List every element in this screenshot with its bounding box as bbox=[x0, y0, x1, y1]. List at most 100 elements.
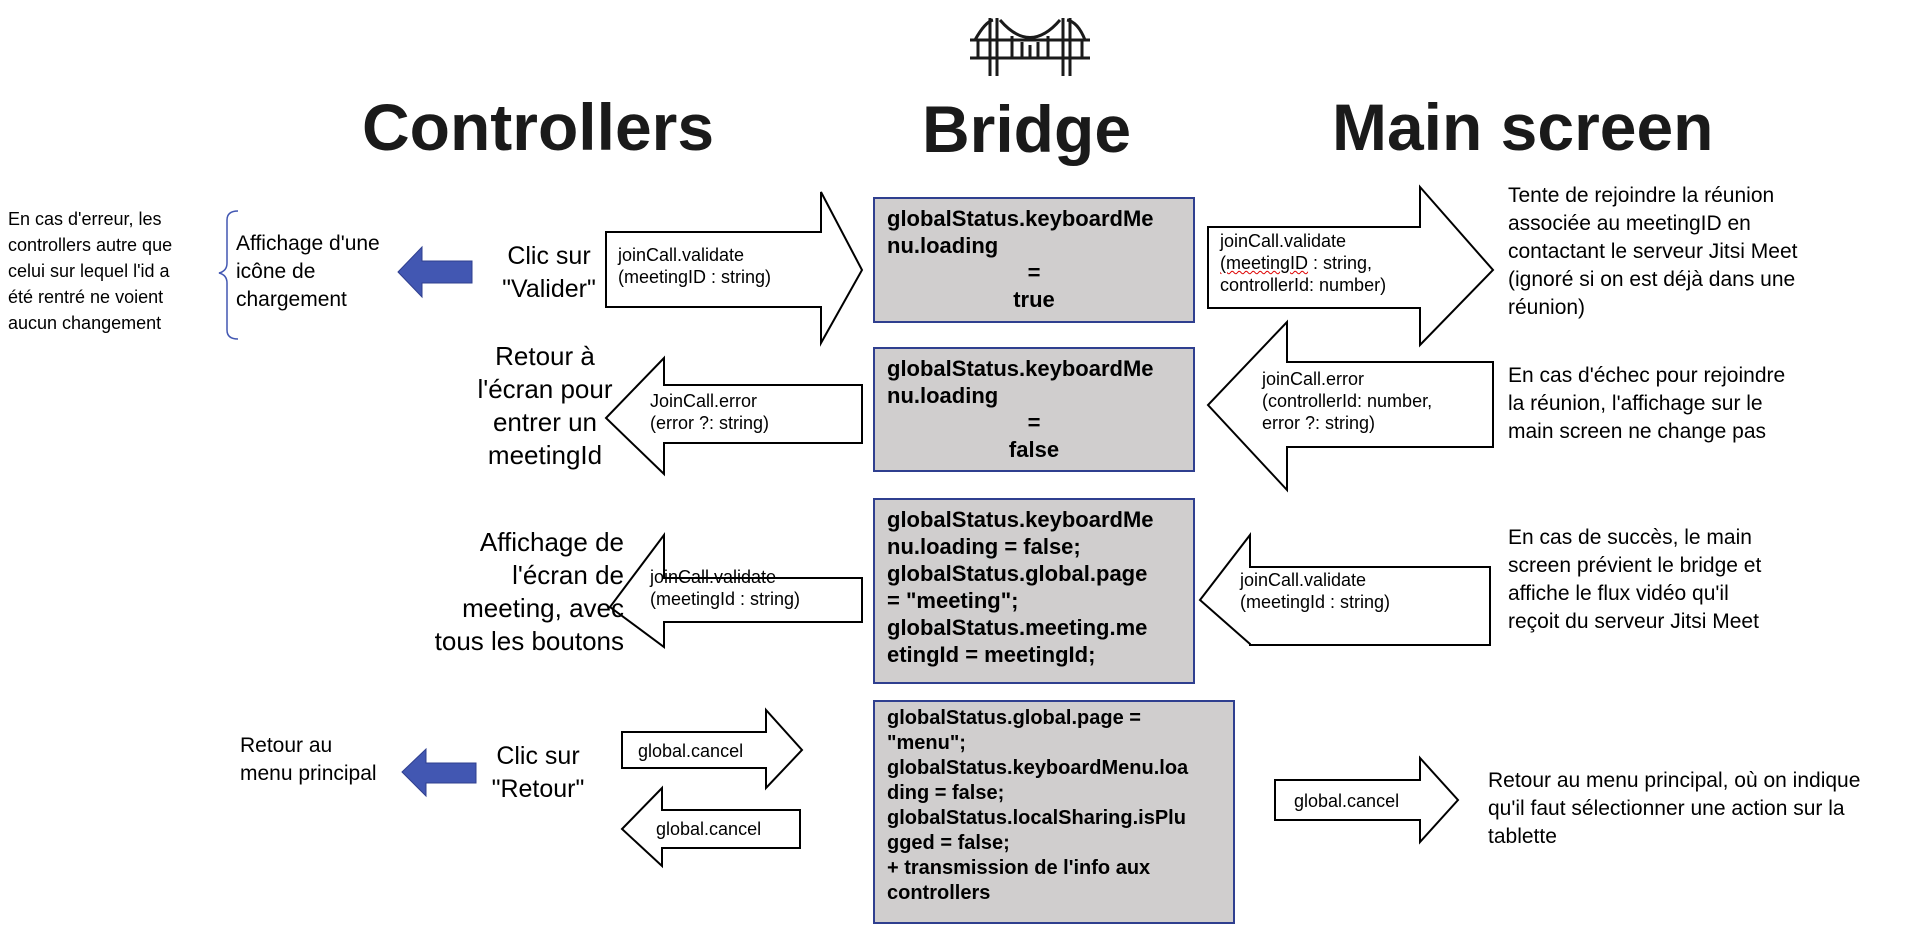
state-line: + transmission de l'info aux bbox=[887, 857, 1151, 879]
state-line: globalStatus.localSharing.isPlu bbox=[887, 807, 1186, 829]
main-screen-note-success: En cas de succès, le main screen prévien… bbox=[1508, 524, 1761, 636]
arrow-label-line: joinCall.error bbox=[1262, 369, 1365, 389]
state-line: nu.loading bbox=[887, 233, 999, 258]
clic-valider-line: "Valider" bbox=[502, 275, 596, 303]
arrow-label-line: joinCall.validate bbox=[650, 567, 777, 587]
state-line: = bbox=[1027, 260, 1041, 285]
state-line: true bbox=[1013, 287, 1055, 312]
note-line: En cas d'échec pour rejoindre bbox=[1508, 364, 1786, 387]
affichage-meeting-line: l'écran de bbox=[512, 560, 624, 590]
arrow-shape bbox=[608, 532, 863, 649]
error-note-line: celui sur lequel l'id a bbox=[8, 261, 170, 281]
arrow-label-global-cancel-main: global.cancel bbox=[1294, 791, 1400, 811]
arrow-label-joincall-validate-main: joinCall.validate (meetingID : string, c… bbox=[1220, 230, 1386, 296]
note-line: Retour au menu principal, où on indique bbox=[1488, 769, 1861, 792]
arrow-shape bbox=[1274, 755, 1460, 845]
arrow-label-line: (meetingID : string) bbox=[618, 267, 772, 287]
arrow-label-line: joinCall.validate bbox=[1220, 231, 1347, 251]
note-line: associée au meetingID en bbox=[1508, 212, 1751, 235]
state-line: globalStatus.global.page bbox=[887, 561, 1148, 586]
arrow-label-line: (meetingId : string) bbox=[650, 589, 801, 609]
note-line: qu'il faut sélectionner une action sur l… bbox=[1488, 797, 1845, 820]
arrow-shape bbox=[621, 707, 804, 791]
bridge-header: Bridge bbox=[922, 92, 1132, 166]
arrow-label-joincall-validate-main: joinCall.validate (meetingId : string) bbox=[1240, 569, 1390, 613]
state-line: globalStatus.keyboardMe bbox=[887, 206, 1154, 231]
state-line: nu.loading bbox=[887, 383, 999, 408]
arrow-label-line: (meetingId : string) bbox=[1240, 592, 1391, 612]
note-line: main screen ne change pas bbox=[1508, 420, 1766, 443]
note-line: En cas de succès, le main bbox=[1508, 526, 1752, 549]
affichage-meeting-line: meeting, avec bbox=[462, 593, 624, 623]
note-line: tablette bbox=[1488, 825, 1557, 848]
main-screen-note-menu: Retour au menu principal, où on indique … bbox=[1488, 767, 1860, 851]
main-screen-header: Main screen bbox=[1332, 90, 1714, 164]
loading-note-line: Affichage d'une bbox=[236, 232, 380, 255]
error-note-line: aucun changement bbox=[8, 313, 162, 333]
arrow-label-line: JoinCall.error bbox=[650, 391, 758, 411]
arrow-label-line: joinCall.validate bbox=[1240, 570, 1367, 590]
note-line: contactant le serveur Jitsi Meet bbox=[1508, 240, 1798, 263]
arrow-label-global-cancel: global.cancel bbox=[638, 741, 744, 761]
retour-ecran-line: meetingId bbox=[487, 440, 603, 470]
left-arrow-icon bbox=[397, 245, 473, 299]
arrow-label-joincall-error: JoinCall.error (error ?: string) bbox=[650, 390, 769, 434]
arrow-label-line: (controllerId: number, bbox=[1262, 391, 1433, 411]
state-line: etingId = meetingId; bbox=[887, 642, 1096, 667]
state-line: gged = false; bbox=[887, 832, 1010, 854]
arrow-label-line: controllerId: number) bbox=[1220, 275, 1387, 295]
state-line: nu.loading = false; bbox=[887, 534, 1081, 559]
note-line: screen prévient le bridge et bbox=[1508, 554, 1762, 577]
arrow-shape bbox=[620, 785, 801, 869]
clic-retour-line: "Retour" bbox=[491, 775, 585, 803]
loading-icon-note: Affichage d'une icône de chargement bbox=[236, 230, 380, 314]
arrow-shape bbox=[1207, 184, 1495, 348]
note-line: (ignoré si on est déjà dans une bbox=[1508, 268, 1796, 291]
arrow-label-line: : string, bbox=[1308, 253, 1373, 273]
bridge-icon bbox=[970, 18, 1090, 76]
state-line: globalStatus.keyboardMe bbox=[887, 356, 1154, 381]
retour-ecran-line: entrer un bbox=[492, 407, 598, 437]
bridge-state-loading-true: globalStatus.keyboardMe nu.loading = tru… bbox=[873, 197, 1195, 323]
error-note-line: controllers autre que bbox=[8, 235, 173, 255]
retour-menu-line: menu principal bbox=[240, 762, 377, 785]
retour-menu-line: Retour au bbox=[240, 734, 333, 757]
arrow-label-joincall-validate: joinCall.validate (meetingId : string) bbox=[650, 566, 800, 610]
main-screen-note-join: Tente de rejoindre la réunion associée a… bbox=[1508, 182, 1797, 322]
clic-retour-text: Clic sur "Retour" bbox=[478, 740, 598, 806]
state-line: false bbox=[1008, 437, 1060, 462]
arrow-label-line: joinCall.validate bbox=[618, 245, 745, 265]
state-line: ding = false; bbox=[887, 782, 1005, 804]
error-note: En cas d'erreur, les controllers autre q… bbox=[8, 206, 172, 336]
arrow-label-meetingid: (meetingID bbox=[1220, 253, 1309, 273]
note-line: la réunion, l'affichage sur le bbox=[1508, 392, 1763, 415]
left-arrow-icon bbox=[401, 747, 477, 798]
arrow-shape bbox=[605, 191, 864, 347]
affichage-meeting-text: Affichage de l'écran de meeting, avec to… bbox=[412, 526, 624, 658]
arrow-label-joincall-validate: joinCall.validate (meetingID : string) bbox=[618, 244, 771, 288]
retour-ecran-line: l'écran pour bbox=[477, 374, 613, 404]
bridge-state-loading-false: globalStatus.keyboardMe nu.loading = fal… bbox=[873, 347, 1195, 472]
state-line: = bbox=[1027, 410, 1041, 435]
note-line: reçoit du serveur Jitsi Meet bbox=[1508, 610, 1759, 633]
arrow-shape bbox=[1206, 319, 1494, 493]
clic-valider-line: Clic sur bbox=[507, 242, 591, 270]
note-line: réunion) bbox=[1508, 296, 1586, 319]
retour-menu-note: Retour au menu principal bbox=[240, 732, 377, 788]
controllers-header: Controllers bbox=[362, 90, 715, 164]
clic-valider-text: Clic sur "Valider" bbox=[484, 240, 614, 306]
state-line: controllers bbox=[887, 882, 991, 904]
retour-ecran-line: Retour à bbox=[495, 341, 595, 371]
affichage-meeting-line: Affichage de bbox=[479, 527, 624, 557]
loading-note-line: chargement bbox=[236, 288, 347, 311]
retour-ecran-text: Retour à l'écran pour entrer un meetingI… bbox=[460, 340, 630, 472]
arrow-label-line: (error ?: string) bbox=[650, 413, 770, 433]
error-note-line: été rentré ne voient bbox=[8, 287, 164, 307]
bridge-state-menu: globalStatus.global.page = "menu"; globa… bbox=[873, 700, 1235, 924]
state-line: = "meeting"; bbox=[887, 588, 1019, 613]
note-line: affiche le flux vidéo qu'il bbox=[1508, 582, 1729, 605]
state-line: globalStatus.global.page = bbox=[887, 707, 1141, 729]
state-line: globalStatus.keyboardMe bbox=[887, 507, 1154, 532]
arrow-shape bbox=[1198, 532, 1491, 646]
loading-note-line: icône de bbox=[236, 260, 316, 283]
